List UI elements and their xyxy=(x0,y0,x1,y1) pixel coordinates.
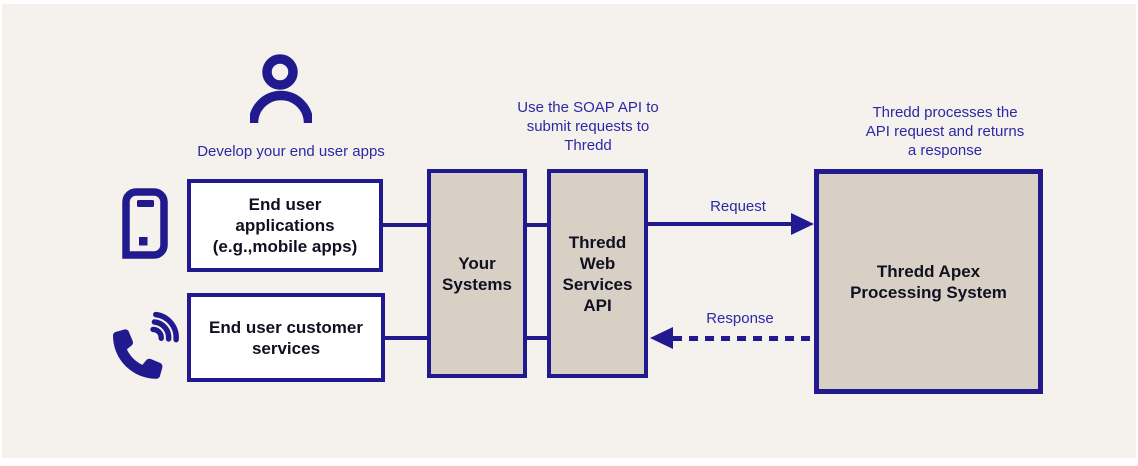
response-label: Response xyxy=(706,310,774,327)
person-icon xyxy=(250,54,312,124)
box-text-line: End user customer xyxy=(209,317,363,337)
response-arrow xyxy=(673,336,814,341)
response-arrowhead-icon xyxy=(650,327,673,349)
caption-line: Thredd xyxy=(564,137,612,154)
box-text-line: Services xyxy=(562,274,633,294)
box-text-line: Systems xyxy=(442,274,512,294)
soap-api-caption: Use the SOAP API to submit requests to T… xyxy=(488,98,688,155)
box-text-line: Thredd xyxy=(568,232,627,252)
box-text-line: services xyxy=(251,338,321,358)
develop-caption: Develop your end user apps xyxy=(197,143,385,160)
caption-line: Use the SOAP API to xyxy=(517,99,659,116)
request-label: Request xyxy=(710,198,766,215)
thredd-apex-processing-system-box: Thredd Apex Processing System xyxy=(814,169,1043,394)
caption-line: Thredd processes the xyxy=(872,104,1018,121)
phone-volume-icon xyxy=(113,311,179,379)
box-text-line: (e.g.,mobile apps) xyxy=(212,237,358,256)
box-text-line: API xyxy=(583,295,612,315)
caption-line: submit requests to xyxy=(526,118,650,135)
request-arrowhead-icon xyxy=(791,213,814,235)
thredd-web-services-api-box: Thredd Web Services API xyxy=(547,169,648,378)
your-systems-box: Your Systems xyxy=(427,169,527,378)
connector-line xyxy=(383,336,429,340)
connector-line xyxy=(525,223,549,227)
box-text-line: Web xyxy=(579,253,616,273)
box-text-line: Thredd Apex xyxy=(876,261,981,281)
end-user-applications-box: End user applications (e.g.,mobile apps) xyxy=(187,179,383,272)
mobile-phone-icon xyxy=(122,188,168,259)
caption-line: API request and returns xyxy=(865,123,1025,140)
box-text-line: End user xyxy=(248,195,322,214)
apex-caption: Thredd processes the API request and ret… xyxy=(835,103,1055,160)
connector-line xyxy=(525,336,549,340)
end-user-customer-services-box: End user customer services xyxy=(187,293,385,382)
box-text-line: Processing System xyxy=(850,282,1007,302)
box-text-line: Your xyxy=(458,253,496,273)
box-text-line: applications xyxy=(235,216,335,235)
request-arrow xyxy=(648,222,794,226)
caption-line: a response xyxy=(907,142,983,159)
connector-line xyxy=(383,223,429,227)
